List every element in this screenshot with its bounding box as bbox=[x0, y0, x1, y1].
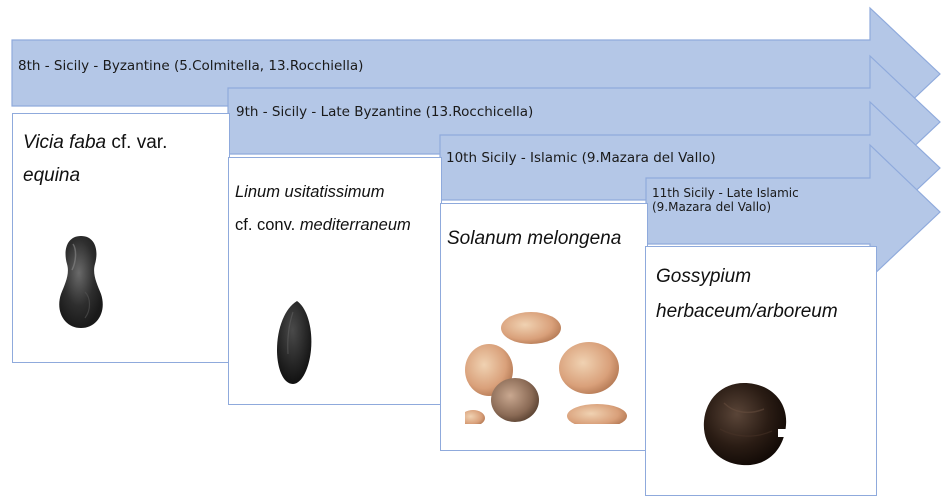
period-label-9th: 9th - Sicily - Late Byzantine (13.Rocchi… bbox=[236, 104, 533, 120]
flax-seed-image bbox=[269, 298, 319, 388]
period-label-11th: 11th Sicily - Late Islamic (9.Mazara del… bbox=[652, 186, 862, 214]
species-name-linum: Linum usitatissimum cf. conv. mediterran… bbox=[235, 176, 442, 242]
bean-seed-image bbox=[51, 232, 111, 332]
species-name-solanum: Solanum melongena bbox=[447, 226, 621, 252]
eggplant-seeds-image bbox=[465, 312, 645, 424]
card-solanum: Solanum melongena bbox=[440, 203, 648, 451]
period-label-10th: 10th Sicily - Islamic (9.Mazara del Vall… bbox=[446, 150, 716, 166]
card-gossypium: Gossypium herbaceum/arboreum bbox=[645, 246, 877, 496]
species-name-gossypium: Gossypium herbaceum/arboreum bbox=[656, 259, 838, 329]
cotton-seed-image bbox=[694, 373, 794, 473]
species-name-vicia-faba: Vicia faba cf. var. equina bbox=[23, 126, 223, 192]
card-linum: Linum usitatissimum cf. conv. mediterran… bbox=[228, 157, 442, 405]
period-label-8th: 8th - Sicily - Byzantine (5.Colmitella, … bbox=[18, 58, 363, 74]
card-vicia-faba: Vicia faba cf. var. equina bbox=[12, 113, 230, 363]
